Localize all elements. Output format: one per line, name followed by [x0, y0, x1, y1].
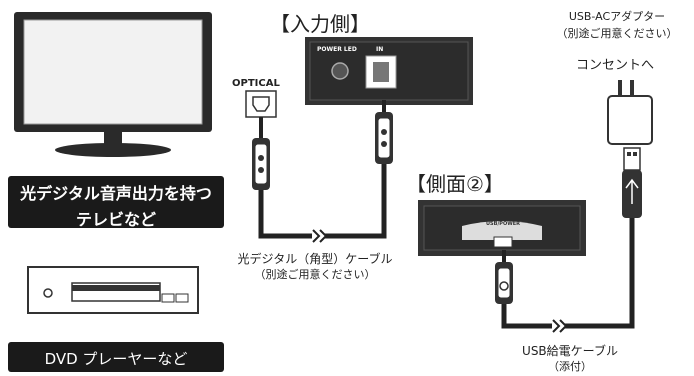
usb-mini-plug-icon: [495, 262, 513, 304]
optical-cable: [258, 100, 387, 243]
side-two-title: 【側面②】: [406, 172, 504, 196]
usb-a-plug-icon: [622, 147, 642, 218]
power-led-label: POWER LED: [317, 46, 357, 53]
input-side-title: 【入力側】: [270, 12, 370, 36]
optical-port-label: OPTICAL: [232, 78, 280, 89]
usb-cable-note: （添付）: [548, 360, 592, 373]
usb-power-port-label: USB/POWER: [486, 221, 520, 227]
usb-ac-adapter-note: （別途ご用意ください）: [556, 27, 678, 40]
tv-caption-line2: テレビなど: [75, 210, 156, 229]
dvd-caption: DVD プレーヤーなど: [44, 350, 188, 368]
optical-port-icon: [245, 90, 277, 118]
dvd-caption-panel: DVD プレーヤーなど: [8, 342, 224, 372]
usb-ac-adapter-icon: [607, 80, 653, 145]
optical-plug-left-icon: [252, 138, 270, 190]
converter-input-panel: [305, 37, 473, 105]
usb-cable-label: USB給電ケーブル: [522, 344, 618, 358]
in-port-label: IN: [376, 46, 384, 53]
tv-caption-line1: 光デジタル音声出力を持つ: [20, 184, 212, 203]
usb-ac-adapter-label: USB-ACアダプター: [568, 10, 666, 23]
tv-icon: [14, 12, 212, 157]
to-outlet-label: コンセントへ: [575, 58, 654, 73]
converter-side-panel: [418, 200, 586, 256]
optical-cable-note: （別途ご用意ください）: [254, 268, 376, 281]
dvd-player-icon: [27, 266, 199, 314]
usb-cable: [501, 218, 635, 333]
optical-plug-right-icon: [375, 112, 393, 164]
optical-cable-label: 光デジタル（角型）ケーブル: [237, 252, 393, 266]
tv-caption-panel: 光デジタル音声出力を持つ テレビなど: [8, 176, 224, 229]
